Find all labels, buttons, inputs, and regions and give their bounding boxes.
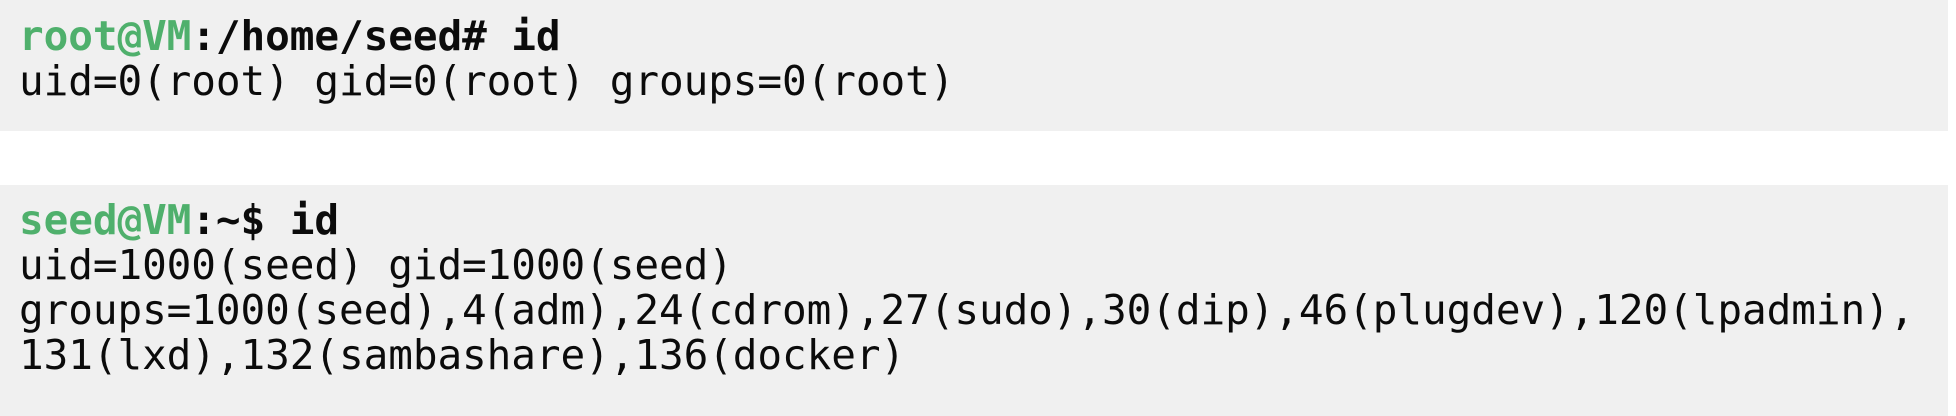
terminal-block-root-session[interactable]: root@VM:/home/seed# id uid=0(root) gid=0… — [0, 0, 1948, 131]
prompt-line-seed: seed@VM:~$ id — [0, 198, 1948, 243]
prompt-user-host-seed: seed@VM — [19, 196, 192, 244]
output-line-seed-groups-2: 131(lxd),132(sambashare),136(docker) — [19, 331, 906, 379]
terminal-block-seed-session[interactable]: seed@VM:~$ id uid=1000(seed) gid=1000(se… — [0, 185, 1948, 416]
output-line-seed-groups-1: groups=1000(seed),4(adm),24(cdrom),27(su… — [19, 286, 1915, 334]
output-line-seed-uid-gid: uid=1000(seed) gid=1000(seed) — [19, 241, 733, 289]
output-line-root-id: uid=0(root) gid=0(root) groups=0(root) — [19, 57, 955, 105]
prompt-line-root: root@VM:/home/seed# id — [0, 14, 1948, 59]
prompt-user-host-root: root@VM — [19, 12, 192, 60]
prompt-path-command-root: :/home/seed# id — [191, 12, 561, 60]
prompt-path-command-seed: :~$ id — [191, 196, 339, 244]
